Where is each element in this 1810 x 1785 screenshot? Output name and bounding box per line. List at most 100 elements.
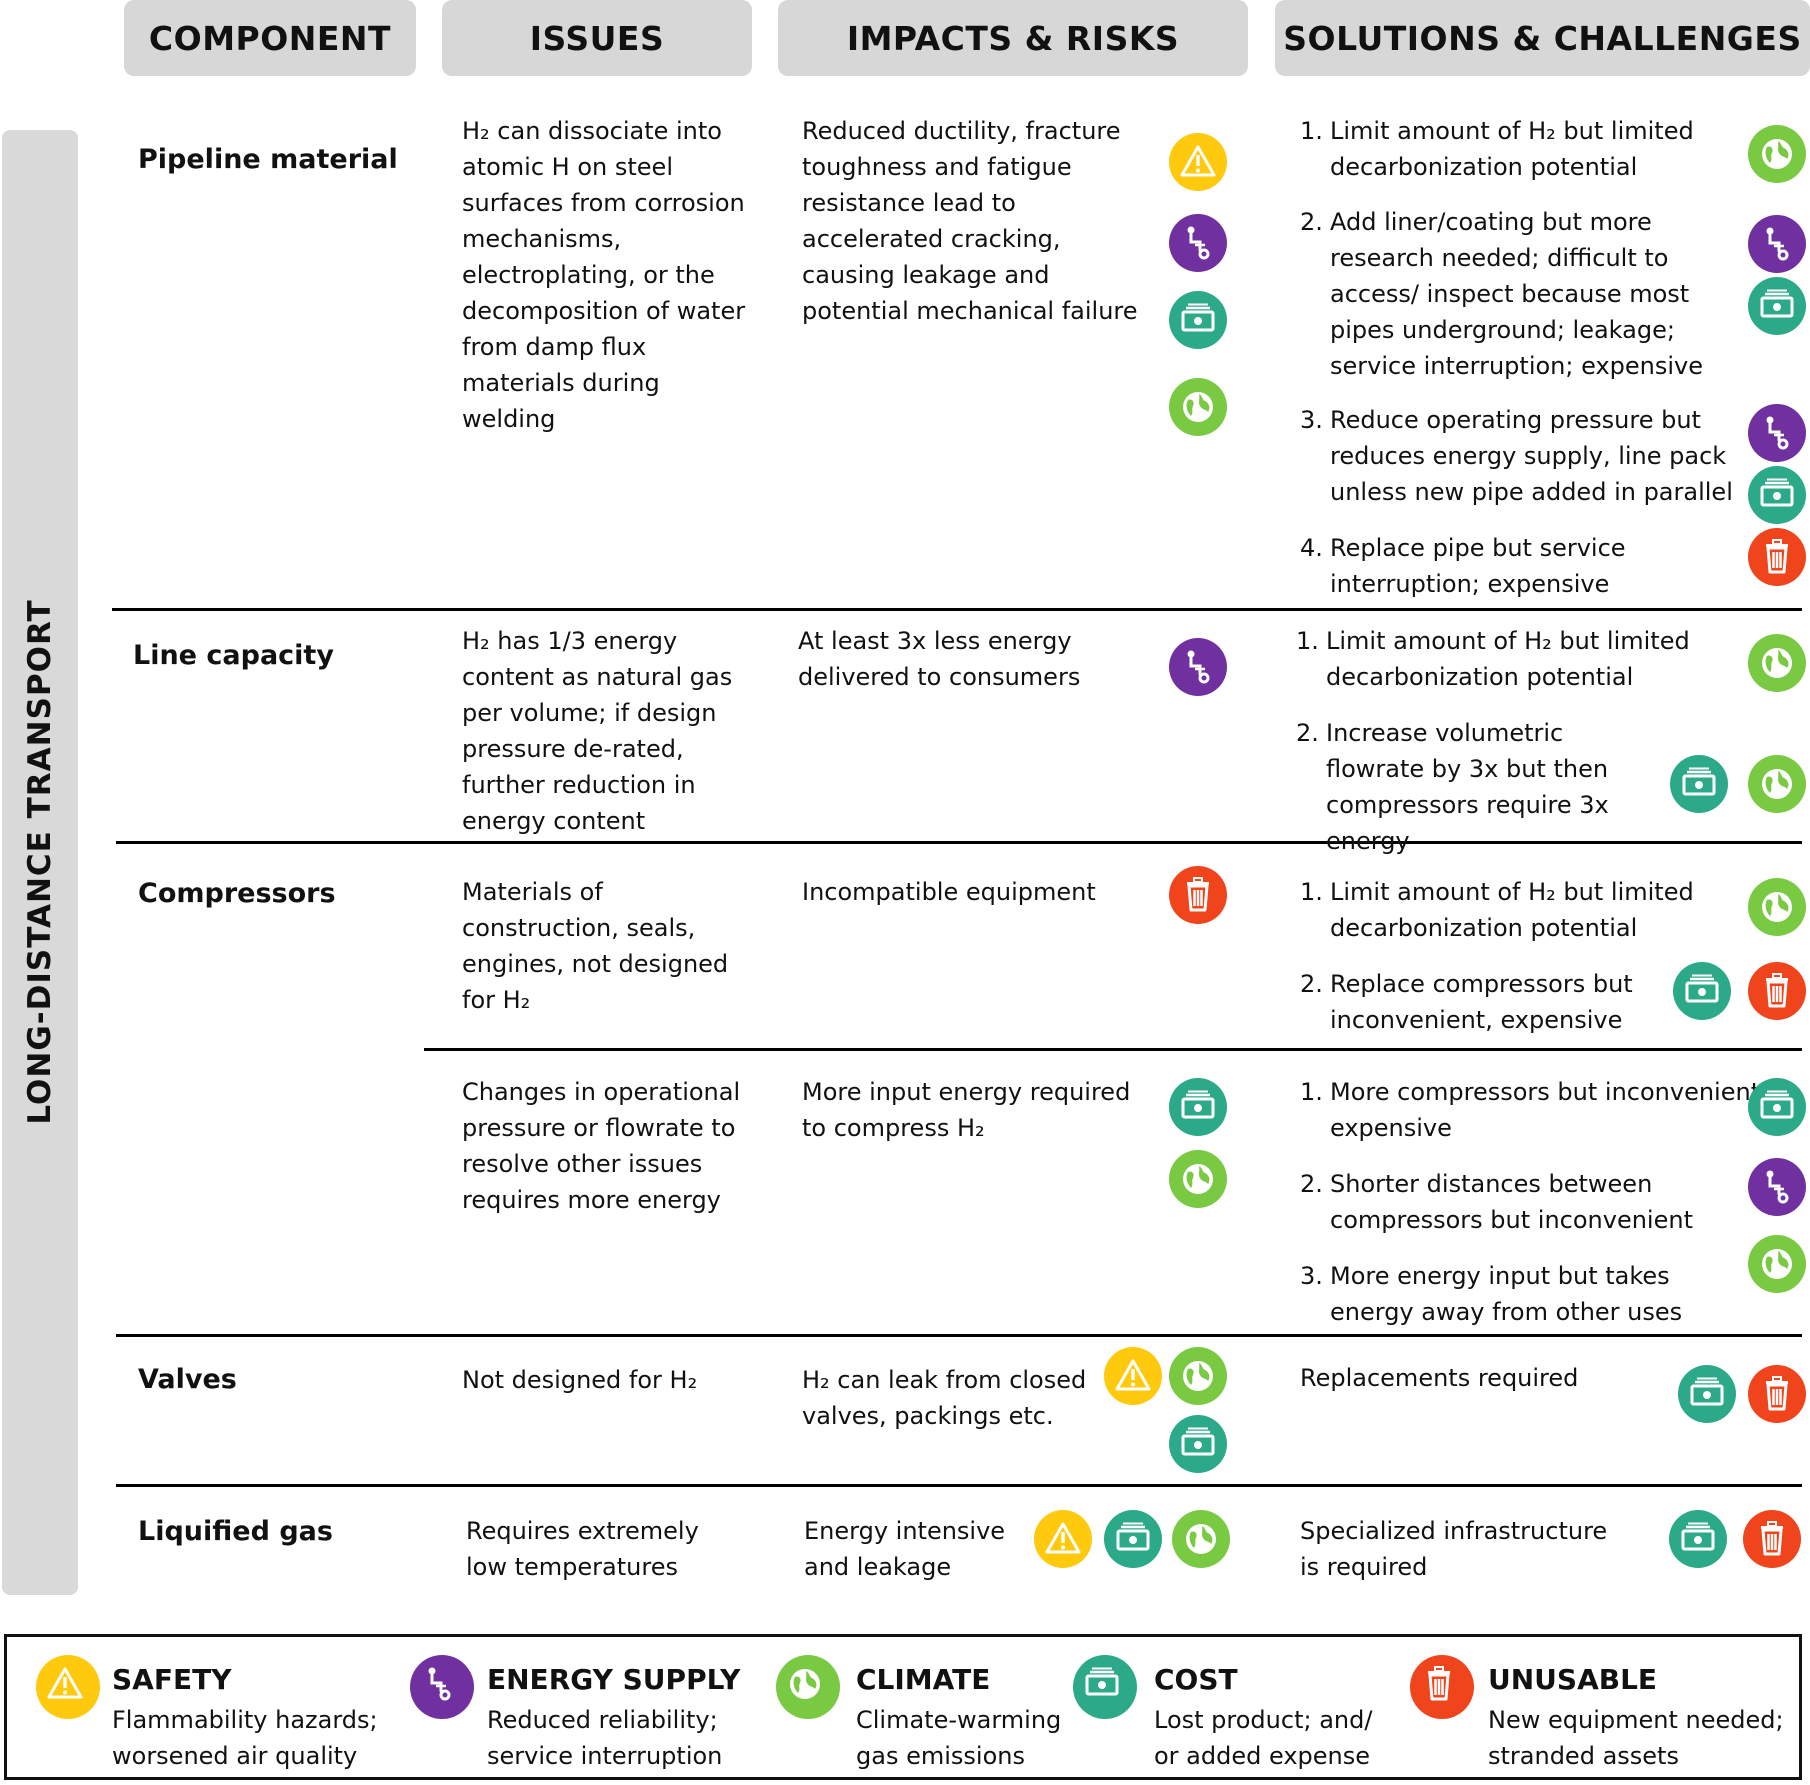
issue-liquified: Requires extremely low temperatures [466,1517,699,1581]
pipe-icon [1748,1158,1806,1216]
pipe-icon [1748,215,1806,273]
header-issues: ISSUES [442,0,752,76]
legend-energy-desc: service interruption [487,1742,723,1770]
globe-icon [1748,1235,1806,1293]
legend-unusable-title: UNUSABLE [1488,1663,1658,1696]
impact-compressors-energy: More input energy required to compress H… [802,1078,1131,1142]
legend-climate-desc: Climate-warming [856,1706,1062,1734]
solution-text: Limit amount of H₂ but limited decarboni… [1326,627,1690,691]
money-icon [1073,1655,1137,1719]
pipe-icon [1169,638,1227,696]
globe-icon [776,1655,840,1719]
legend-unusable-desc: New equipment needed; [1488,1706,1784,1734]
solution-item: 1.Limit amount of H₂ but limited decarbo… [1296,627,1690,691]
money-icon [1104,1510,1162,1568]
money-icon [1748,466,1806,524]
component-valves: Valves [138,1364,237,1395]
component-line-capacity: Line capacity [133,640,334,671]
globe-icon [1748,878,1806,936]
money-icon [1678,1365,1736,1423]
solution-valves: Replacements required [1300,1364,1579,1392]
issue-pipeline: H₂ can dissociate into atomic H on steel… [462,117,746,433]
trash-icon [1748,528,1806,586]
legend-safety-desc: worsened air quality [112,1742,358,1770]
solution-item: 3.More energy input but takes energy awa… [1300,1262,1683,1326]
warning-icon [1104,1347,1162,1405]
globe-icon [1748,634,1806,692]
issue-compressors-energy: Changes in operational pressure or flowr… [462,1078,741,1214]
money-icon [1169,291,1227,349]
impact-liquified: Energy intensive and leakage [804,1517,1006,1581]
legend-safety-title: SAFETY [112,1663,232,1696]
component-pipeline-material: Pipeline material [138,144,398,175]
pipe-icon [1169,214,1227,272]
globe-icon [1169,1347,1227,1405]
side-bar [2,130,78,1595]
trash-icon [1410,1655,1474,1719]
solution-item: 2.Add liner/coating but more research ne… [1300,208,1703,380]
legend [4,1634,1802,1780]
trash-icon [1748,962,1806,1020]
money-icon [1670,755,1728,813]
warning-icon [1169,133,1227,191]
legend-cost-desc: Lost product; and/ [1154,1706,1373,1734]
solution-text: Shorter distances between compressors bu… [1330,1170,1693,1234]
header-component: COMPONENT [124,0,416,76]
component-liquified-gas: Liquified gas [138,1516,333,1547]
header-impacts: IMPACTS & RISKS [778,0,1248,76]
solution-text: Replace compressors but inconvenient, ex… [1330,970,1633,1034]
globe-icon [1748,125,1806,183]
money-icon [1669,1510,1727,1568]
solution-item: 4.Replace pipe but service interruption;… [1300,534,1626,598]
issue-line-capacity: H₂ has 1/3 energy content as natural gas… [462,627,733,835]
money-icon [1673,962,1731,1020]
issue-compressors: Materials of construction, seals, engine… [462,878,729,1014]
solution-text: Increase volumetric flowrate by 3x but t… [1326,719,1609,855]
solution-item: 2.Shorter distances between compressors … [1300,1170,1693,1234]
legend-safety-desc: Flammability hazards; [112,1706,378,1734]
solution-text: Limit amount of H₂ but limited decarboni… [1330,878,1694,942]
divider [424,1048,1802,1051]
warning-icon [1034,1510,1092,1568]
solution-item: 3.Reduce operating pressure but reduces … [1300,406,1733,506]
solution-text: More compressors but inconvenient, expen… [1330,1078,1768,1142]
impact-compressors: Incompatible equipment [802,878,1096,906]
trash-icon [1748,1365,1806,1423]
divider [116,1484,1802,1487]
legend-energy-desc: Reduced reliability; [487,1706,718,1734]
globe-icon [1748,755,1806,813]
trash-icon [1743,1510,1801,1568]
pipe-icon [410,1655,474,1719]
issue-valves: Not designed for H₂ [462,1366,698,1394]
solution-text: Reduce operating pressure but reduces en… [1330,406,1733,506]
solution-text: More energy input but takes energy away … [1330,1262,1683,1326]
solution-liquified: Specialized infrastructure is required [1300,1517,1608,1581]
solution-item: 1.Limit amount of H₂ but limited decarbo… [1300,878,1694,942]
solution-item: 2.Increase volumetric flowrate by 3x but… [1296,719,1609,855]
globe-icon [1169,378,1227,436]
money-icon [1748,277,1806,335]
legend-cost-desc: or added expense [1154,1742,1371,1770]
globe-icon [1169,1150,1227,1208]
divider [112,608,1802,611]
impact-pipeline: Reduced ductility, fracture toughness an… [802,117,1138,325]
money-icon [1748,1078,1806,1136]
impact-valves: H₂ can leak from closed valves, packings… [802,1366,1087,1430]
legend-energy-title: ENERGY SUPPLY [487,1663,741,1696]
solution-item: 1.More compressors but inconvenient, exp… [1300,1078,1768,1142]
header-solutions: SOLUTIONS & CHALLENGES [1275,0,1810,76]
legend-climate-title: CLIMATE [856,1663,991,1696]
money-icon [1169,1078,1227,1136]
legend-cost-title: COST [1154,1663,1238,1696]
divider [116,1334,1802,1337]
legend-unusable-desc: stranded assets [1488,1742,1679,1770]
component-compressors: Compressors [138,878,336,909]
globe-icon [1172,1510,1230,1568]
solution-item: 1.Limit amount of H₂ but limited decarbo… [1300,117,1694,181]
warning-icon [36,1655,100,1719]
solution-text: Add liner/coating but more research need… [1330,208,1703,380]
divider [116,841,1802,844]
side-label: LONG-DISTANCE TRANSPORT [22,599,58,1125]
pipe-icon [1748,404,1806,462]
solution-text: Replace pipe but service interruption; e… [1330,534,1626,598]
